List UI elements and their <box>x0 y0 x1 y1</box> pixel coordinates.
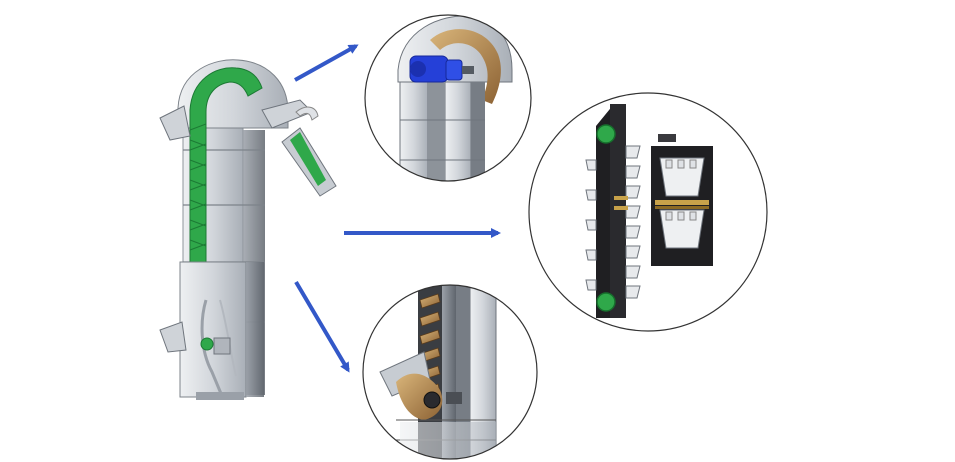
arrow-to-head-icon <box>294 44 359 82</box>
head-section-motor-icon <box>364 14 532 182</box>
boot-section-feed-icon <box>362 284 538 460</box>
bucket-elevator-icon <box>159 59 337 400</box>
belt-with-buckets-icon <box>528 92 768 332</box>
arrow-to-boot-icon <box>294 280 350 373</box>
